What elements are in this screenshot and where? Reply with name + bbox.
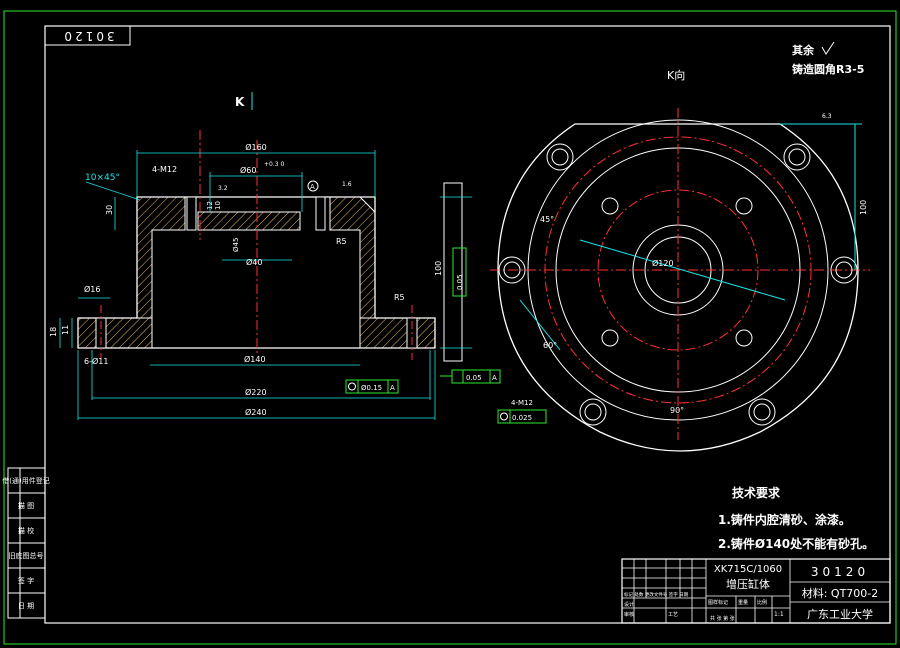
gdt-flatness: 0.05 A: [440, 369, 501, 384]
left-table-4: 旧底图总号: [9, 551, 44, 560]
dim-d220: Ø220: [245, 387, 267, 397]
gdt-parallel-tol: 0.05: [456, 274, 464, 290]
gdt-position-2: 0.025 4-M12: [497, 399, 547, 424]
gdt-pos-tol2: 0.025: [512, 414, 532, 422]
dim-holes: 6-Ø11: [84, 356, 108, 366]
check-icon: [821, 41, 835, 55]
k-label: K: [235, 95, 245, 109]
tech-line-2: 2.铸件Ø140处不能有砂孔。: [718, 536, 874, 551]
dimension-lines: [59, 150, 472, 420]
left-table-5: 签 字: [18, 576, 34, 585]
gdt-flat-tol: 0.05: [466, 374, 482, 382]
dim-d40: Ø40: [246, 257, 262, 267]
title-school: 广东工业大学: [807, 607, 873, 621]
dim-ra32: 3.2: [218, 185, 228, 192]
title-part-name: 增压缸体: [726, 577, 770, 591]
gdt-pos-tol: Ø0.15: [361, 384, 382, 392]
title-small-f: 设计: [624, 601, 634, 608]
gdt-position: Ø0.15 A: [345, 379, 399, 394]
dim-r5b: R5: [394, 293, 405, 302]
angle-90: 90°: [670, 406, 684, 415]
gdt-flat-datum: A: [492, 374, 497, 382]
left-table-2: 描 图: [18, 501, 34, 510]
angle-45: 45°: [540, 215, 554, 224]
dim-d160: Ø160: [245, 142, 267, 152]
title-small-b: 重量: [738, 599, 748, 606]
dim-chamfer: 10×45°: [85, 173, 120, 183]
dim-h100r: 100: [859, 200, 868, 215]
dim-r63: 6.3: [822, 113, 832, 120]
dim-h18: 18: [49, 327, 58, 337]
gdt-parallel: 0.05: [452, 247, 467, 297]
left-table: [7, 467, 46, 619]
dim-d60-tol: +0.3 0: [264, 161, 284, 168]
dim-d45: Ø45: [232, 238, 240, 252]
title-block: [621, 558, 891, 624]
title-small-d: 1:1: [774, 611, 784, 618]
number-box: [44, 25, 131, 46]
dim-h11: 11: [61, 325, 70, 335]
dim-d240: Ø240: [245, 407, 267, 417]
gdt-datum: A: [390, 384, 395, 392]
tech-line-1: 1.铸件内腔清砂、涂漆。: [718, 512, 851, 527]
dim-thread-top: 4-M12: [152, 165, 177, 174]
left-table-3: 描 校: [18, 526, 34, 535]
dim-ra16: 1.6: [342, 181, 352, 188]
k-view: [490, 108, 870, 452]
section-view: [77, 130, 463, 362]
dim-r5a: R5: [336, 237, 347, 246]
note-surface: 其余: [792, 43, 815, 57]
number-box-text: 30120: [61, 29, 114, 43]
note-fillet: 铸造圆角R3-5: [792, 62, 864, 76]
dim-h30: 30: [105, 205, 114, 215]
title-small-c: 比例: [757, 599, 767, 606]
title-material: 材料: QT700-2: [802, 586, 879, 600]
left-table-6: 日 期: [18, 602, 34, 610]
dim-h100: 100: [434, 261, 443, 276]
angle-60: 60°: [543, 341, 557, 350]
dim-thread-bottom: 4-M12: [511, 399, 533, 407]
dim-d60: Ø60: [240, 165, 256, 175]
k-view-label: K向: [667, 68, 685, 82]
dim-d120: Ø120: [652, 258, 674, 268]
dim-d140: Ø140: [244, 354, 266, 364]
title-small-e: 标记 处数 更改文件号 签字 日期: [624, 591, 689, 598]
title-small-i: 共 张 第 张: [710, 615, 735, 622]
dim-d16: Ø16: [84, 284, 100, 294]
left-table-1: 借(通)用件登记: [2, 476, 49, 485]
datum-marker: A: [307, 180, 319, 192]
datum-marker-text: A: [310, 183, 315, 191]
title-model: XK715C/1060: [714, 564, 782, 575]
title-small-h: 工艺: [668, 612, 678, 618]
tech-title: 技术要求: [732, 485, 781, 500]
dim-n12: 12: [206, 201, 214, 210]
title-small-a: 图样标记: [708, 599, 728, 606]
title-number: 30120: [811, 565, 869, 579]
outer-frame: [3, 10, 897, 645]
title-small-g: 审核: [624, 611, 634, 618]
inner-frame: [44, 25, 891, 624]
dim-n10: 10: [214, 201, 222, 210]
